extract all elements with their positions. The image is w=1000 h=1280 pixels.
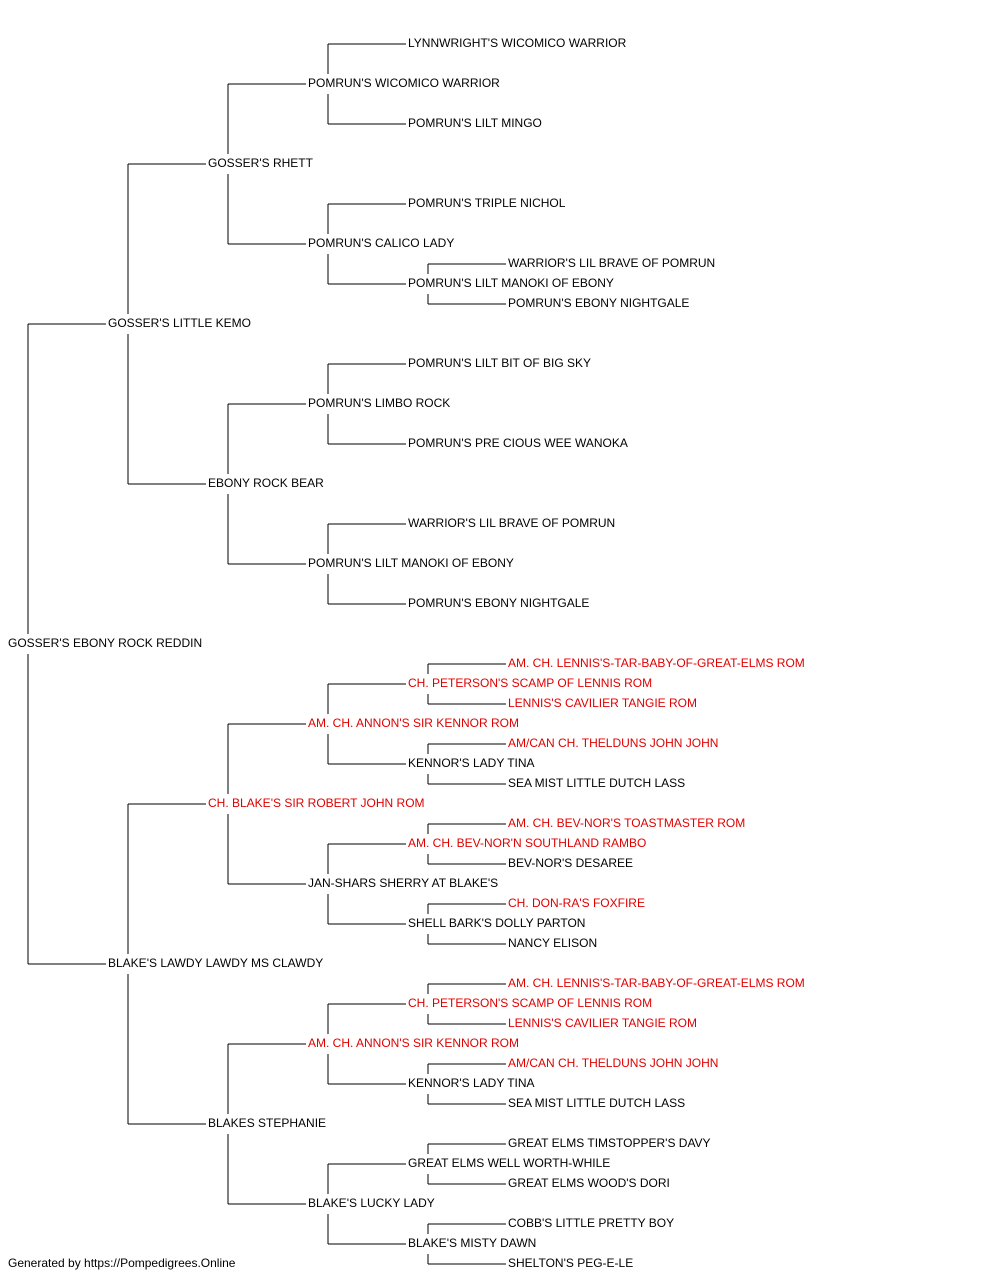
dog-name: BEV-NOR'S DESAREE bbox=[508, 856, 633, 870]
dog-name: AM. CH. LENNIS'S-TAR-BABY-OF-GREAT-ELMS … bbox=[508, 976, 805, 990]
dog-name: CH. PETERSON'S SCAMP OF LENNIS ROM bbox=[408, 676, 652, 690]
dog-name: GREAT ELMS WOOD'S DORI bbox=[508, 1176, 670, 1190]
dog-name: AM. CH. ANNON'S SIR KENNOR ROM bbox=[308, 716, 519, 730]
dog-name: POMRUN'S LILT MANOKI OF EBONY bbox=[308, 556, 514, 570]
dog-name: WARRIOR'S LIL BRAVE OF POMRUN bbox=[408, 516, 615, 530]
generated-by-footer: Generated by https://Pompedigrees.Online bbox=[8, 1256, 236, 1270]
dog-name: AM/CAN CH. THELDUNS JOHN JOHN bbox=[508, 1056, 718, 1070]
dog-name: BLAKE'S MISTY DAWN bbox=[408, 1236, 536, 1250]
dog-name: GREAT ELMS TIMSTOPPER'S DAVY bbox=[508, 1136, 711, 1150]
dog-name: CH. DON-RA'S FOXFIRE bbox=[508, 896, 645, 910]
dog-name: KENNOR'S LADY TINA bbox=[408, 756, 535, 770]
dog-name: POMRUN'S CALICO LADY bbox=[308, 236, 454, 250]
dog-name: NANCY ELISON bbox=[508, 936, 597, 950]
dog-name: POMRUN'S WICOMICO WARRIOR bbox=[308, 76, 500, 90]
dog-name: GOSSER'S RHETT bbox=[208, 156, 314, 170]
dog-name: AM. CH. LENNIS'S-TAR-BABY-OF-GREAT-ELMS … bbox=[508, 656, 805, 670]
dog-name: POMRUN'S LIMBO ROCK bbox=[308, 396, 450, 410]
dog-name: BLAKES STEPHANIE bbox=[208, 1116, 326, 1130]
dog-name: POMRUN'S LILT MINGO bbox=[408, 116, 542, 130]
dog-name: SHELL BARK'S DOLLY PARTON bbox=[408, 916, 585, 930]
dog-name: SEA MIST LITTLE DUTCH LASS bbox=[508, 1096, 685, 1110]
dog-name: CH. PETERSON'S SCAMP OF LENNIS ROM bbox=[408, 996, 652, 1010]
dog-name: POMRUN'S TRIPLE NICHOL bbox=[408, 196, 566, 210]
dog-name: GREAT ELMS WELL WORTH-WHILE bbox=[408, 1156, 610, 1170]
dog-name: AM. CH. ANNON'S SIR KENNOR ROM bbox=[308, 1036, 519, 1050]
dog-name: AM. CH. BEV-NOR'S TOASTMASTER ROM bbox=[508, 816, 745, 830]
dog-name: GOSSER'S EBONY ROCK REDDIN bbox=[8, 636, 202, 650]
dog-name: POMRUN'S EBONY NIGHTGALE bbox=[508, 296, 689, 310]
dog-name: AM. CH. BEV-NOR'N SOUTHLAND RAMBO bbox=[408, 836, 646, 850]
dog-name: COBB'S LITTLE PRETTY BOY bbox=[508, 1216, 674, 1230]
dog-name: KENNOR'S LADY TINA bbox=[408, 1076, 535, 1090]
dog-name: SHELTON'S PEG-E-LE bbox=[508, 1256, 633, 1270]
dog-name: AM/CAN CH. THELDUNS JOHN JOHN bbox=[508, 736, 718, 750]
dog-name: LENNIS'S CAVILIER TANGIE ROM bbox=[508, 1016, 697, 1030]
dog-name: LYNNWRIGHT'S WICOMICO WARRIOR bbox=[408, 36, 627, 50]
dog-name: JAN-SHARS SHERRY AT BLAKE'S bbox=[308, 876, 498, 890]
dog-name: POMRUN'S LILT MANOKI OF EBONY bbox=[408, 276, 614, 290]
dog-name: POMRUN'S PRE CIOUS WEE WANOKA bbox=[408, 436, 628, 450]
dog-name: SEA MIST LITTLE DUTCH LASS bbox=[508, 776, 685, 790]
dog-name: POMRUN'S EBONY NIGHTGALE bbox=[408, 596, 589, 610]
dog-name: EBONY ROCK BEAR bbox=[208, 476, 324, 490]
dog-name: CH. BLAKE'S SIR ROBERT JOHN ROM bbox=[208, 796, 425, 810]
dog-name: POMRUN'S LILT BIT OF BIG SKY bbox=[408, 356, 591, 370]
dog-name: LENNIS'S CAVILIER TANGIE ROM bbox=[508, 696, 697, 710]
dog-name: BLAKE'S LUCKY LADY bbox=[308, 1196, 435, 1210]
dog-name: BLAKE'S LAWDY LAWDY MS CLAWDY bbox=[108, 956, 323, 970]
dog-name: GOSSER'S LITTLE KEMO bbox=[108, 316, 251, 330]
dog-name: WARRIOR'S LIL BRAVE OF POMRUN bbox=[508, 256, 715, 270]
